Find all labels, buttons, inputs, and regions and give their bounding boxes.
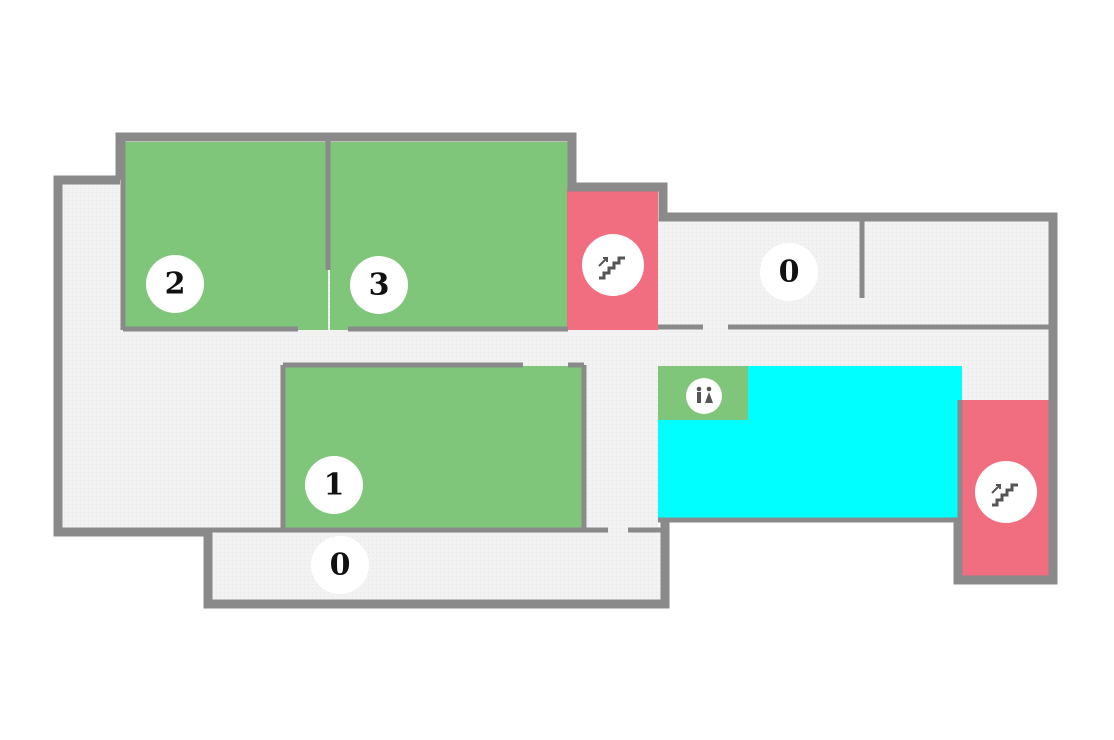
room-2-label: 2 xyxy=(165,267,186,302)
corridor-top-label: 0 xyxy=(779,255,800,290)
room-3-label: 3 xyxy=(369,268,390,303)
restroom-icon[interactable] xyxy=(686,378,722,414)
stairs-icon[interactable] xyxy=(975,461,1037,523)
room-1-label: 1 xyxy=(324,468,345,503)
stairs-icon[interactable] xyxy=(582,234,644,296)
room-1-marker[interactable]: 1 xyxy=(305,456,363,514)
room-3-marker[interactable]: 3 xyxy=(350,256,408,314)
room-2-marker[interactable]: 2 xyxy=(146,255,204,313)
outer-walls xyxy=(53,132,1058,609)
corridor-bottom-label: 0 xyxy=(330,548,351,583)
corridor-top-marker[interactable]: 0 xyxy=(760,243,818,301)
inner-walls xyxy=(120,140,1050,533)
corridor-bottom-marker[interactable]: 0 xyxy=(311,536,369,594)
